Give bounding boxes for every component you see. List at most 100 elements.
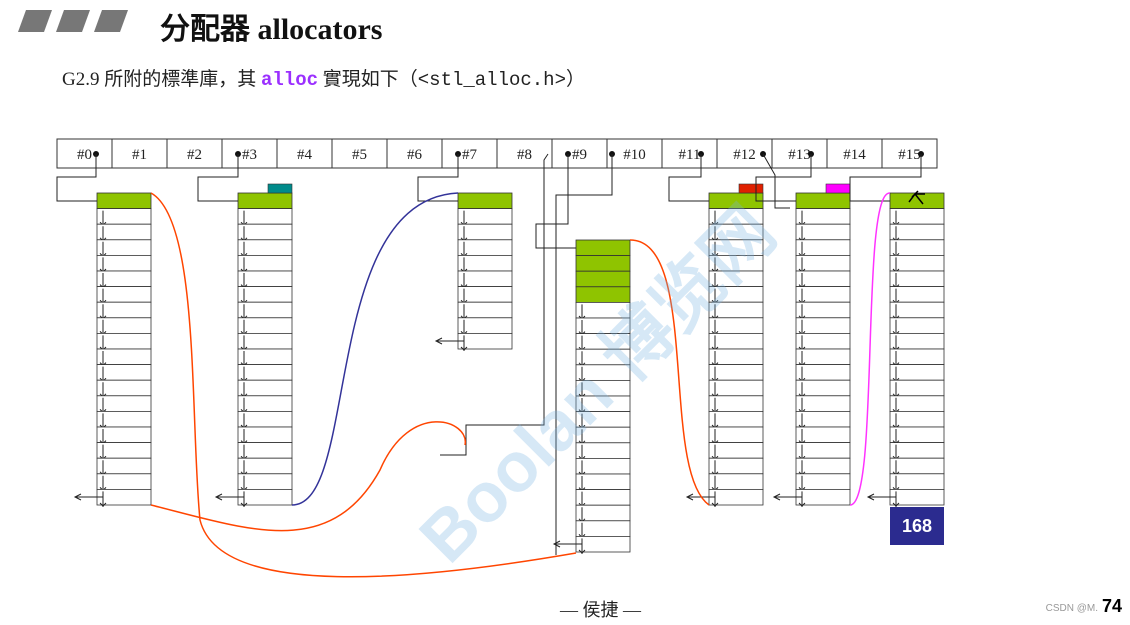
free-block [795, 239, 851, 256]
arrowhead-icon [434, 337, 443, 345]
free-block [237, 223, 293, 241]
free-block [96, 348, 152, 366]
index-label: #1 [132, 147, 147, 163]
free-block [457, 270, 513, 288]
free-block [795, 254, 851, 272]
link-curve [629, 239, 710, 506]
free-block [575, 364, 631, 381]
free-block [575, 348, 631, 366]
free-block [237, 395, 293, 412]
arrowhead-icon [214, 493, 223, 501]
free-block [889, 379, 945, 397]
free-block [708, 473, 764, 490]
free-block [708, 239, 764, 256]
index-label: #2 [187, 147, 202, 163]
pointer-link [535, 154, 576, 249]
free-block [96, 270, 152, 288]
index-cell [331, 138, 388, 169]
free-block [237, 270, 293, 288]
free-block [96, 395, 152, 412]
free-block [575, 442, 631, 459]
free-block [795, 332, 851, 350]
free-block [795, 270, 851, 288]
subtitle: G2.9 所附的標準庫，其 alloc 實現如下（<stl_alloc.h>） [62, 69, 586, 91]
link-curve [150, 421, 466, 532]
index-label: #4 [297, 147, 313, 163]
arrowhead-icon [772, 493, 781, 501]
free-block [889, 332, 945, 350]
free-block [96, 379, 152, 397]
free-block [96, 239, 152, 256]
free-block [889, 457, 945, 475]
index-label: #5 [352, 147, 367, 163]
pointer-link [668, 154, 709, 202]
free-block [96, 286, 152, 303]
free-block [708, 208, 764, 225]
free-block [237, 301, 293, 319]
used-block [575, 286, 631, 303]
free-block [237, 410, 293, 428]
arrowhead-icon [99, 502, 107, 507]
free-block [889, 488, 945, 506]
free-block [457, 254, 513, 272]
pointer-link [762, 153, 790, 209]
allocated-marker [825, 183, 851, 194]
pointer-link [555, 154, 613, 555]
used-block [575, 270, 631, 288]
arrowhead-icon [892, 502, 900, 507]
index-label: #13 [788, 147, 811, 163]
free-block [96, 208, 152, 225]
free-block [237, 332, 293, 350]
free-block [708, 317, 764, 334]
free-block [575, 489, 631, 506]
free-block [96, 442, 152, 459]
free-block [889, 317, 945, 334]
free-block [708, 442, 764, 459]
free-block [457, 223, 513, 241]
free-block [96, 473, 152, 490]
used-block [96, 192, 152, 210]
index-label: #9 [572, 147, 587, 163]
index-cell [661, 138, 718, 169]
free-block [795, 473, 851, 490]
free-block [237, 488, 293, 506]
allocated-marker [267, 183, 293, 194]
index-cell [881, 138, 938, 169]
free-block [237, 364, 293, 381]
free-block [889, 301, 945, 319]
free-block [575, 333, 631, 350]
used-block [708, 192, 764, 210]
free-block [889, 410, 945, 428]
credit: CSDN @M. [1045, 603, 1098, 614]
free-block [708, 488, 764, 506]
free-block [708, 223, 764, 241]
free-block [795, 317, 851, 334]
free-block [575, 426, 631, 444]
free-block [708, 379, 764, 397]
free-block [708, 270, 764, 288]
free-block [237, 348, 293, 366]
index-cell [276, 138, 333, 169]
free-block [237, 208, 293, 225]
free-block [795, 395, 851, 412]
free-block [96, 301, 152, 319]
index-cell [56, 138, 113, 169]
free-block [237, 239, 293, 256]
free-block [708, 332, 764, 350]
arrowhead-icon [578, 549, 586, 554]
author-footer: — 侯捷 — [560, 600, 641, 620]
pointer-link [417, 154, 459, 202]
used-block [457, 192, 513, 210]
free-block [889, 254, 945, 272]
free-block [575, 504, 631, 522]
free-block [708, 286, 764, 303]
free-block [237, 457, 293, 475]
free-block [237, 442, 293, 459]
free-block [708, 395, 764, 412]
free-block [708, 364, 764, 381]
arrowhead-icon [866, 493, 875, 501]
index-label: #3 [242, 147, 257, 163]
free-block [795, 364, 851, 381]
used-block [237, 192, 293, 210]
index-label: #0 [77, 147, 92, 163]
